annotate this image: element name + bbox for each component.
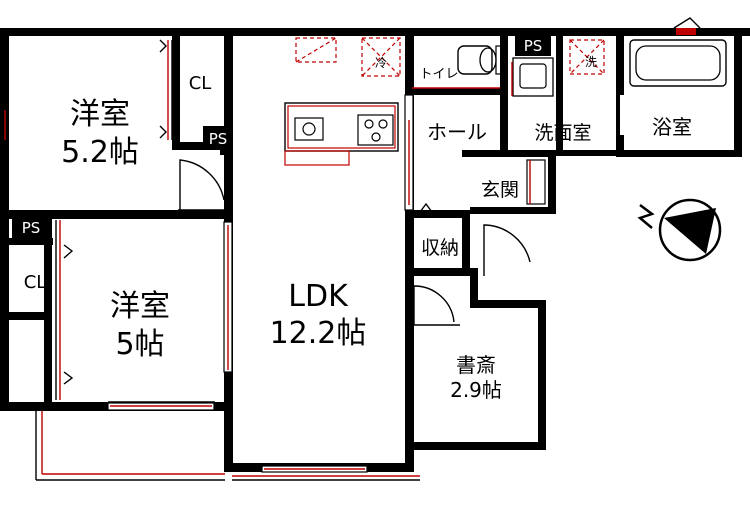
doors [178, 159, 531, 326]
room-toilet: トイレ [419, 67, 458, 82]
toilet-fixture [412, 45, 503, 89]
room-western1-name: 洋室 [70, 97, 130, 132]
room-storage: 収納 [421, 237, 459, 259]
ps-label-2: PS [22, 219, 41, 237]
closet-1-label: CL [189, 73, 212, 94]
ps-label-1: PS [209, 130, 228, 148]
fridge-label: 冷 [375, 56, 387, 70]
room-western1-size: 5.2帖 [61, 135, 139, 170]
room-hall: ホール [427, 120, 487, 144]
room-study-name: 書斎 [456, 353, 496, 377]
washer-label: 洗 [585, 55, 597, 69]
closet-2-label: CL [24, 272, 47, 293]
windows [2, 75, 624, 473]
ps-label-3: PS [524, 37, 543, 55]
closet-1 [159, 39, 173, 140]
room-ldk-size: 12.2帖 [270, 316, 367, 351]
room-bathroom: 浴室 [652, 115, 692, 139]
compass-icon [637, 198, 722, 262]
room-washroom: 洗面室 [534, 122, 591, 144]
bathtub [629, 17, 727, 87]
kitchen-appliances: 冷 洗 [295, 37, 605, 77]
room-western2-name: 洋室 [110, 289, 170, 324]
room-western2-size: 5帖 [115, 327, 164, 362]
washbasin [511, 57, 554, 97]
room-ldk-name: LDK [288, 279, 349, 314]
closet-2 [55, 220, 74, 400]
room-entrance: 玄関 [481, 179, 519, 201]
room-study-size: 2.9帖 [450, 378, 502, 402]
kitchen-counter [284, 102, 399, 166]
entrance-step [526, 159, 546, 205]
balcony [35, 411, 420, 481]
